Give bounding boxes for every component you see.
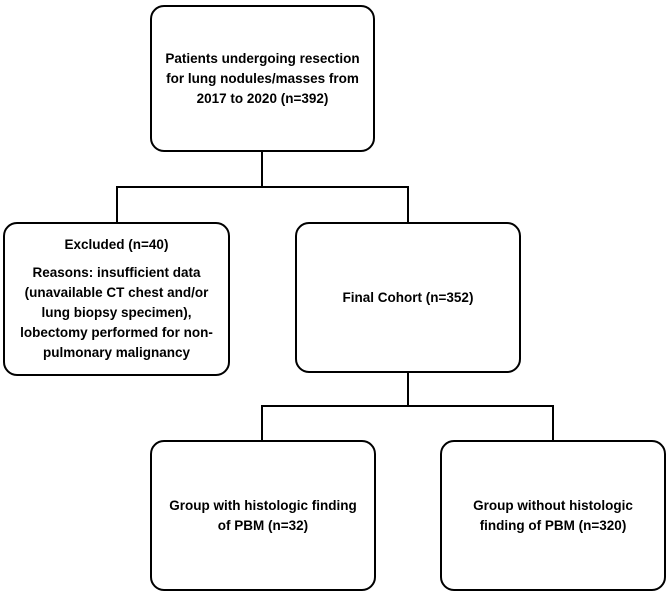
without-pbm-line-2: finding of PBM (n=320) <box>479 517 627 533</box>
excluded-reason-line-5: pulmonary malignancy <box>42 345 191 360</box>
patients-line-1: Patients undergoing resection <box>165 50 360 66</box>
without-pbm-box: Group without histologic finding of PBM … <box>440 440 666 591</box>
patients-line-3: 2017 to 2020 (n=392) <box>196 90 329 106</box>
final-cohort-label: Final Cohort (n=352) <box>342 289 474 305</box>
final-cohort-box: Final Cohort (n=352) <box>295 222 521 373</box>
without-pbm-line-1: Group without histologic <box>473 497 633 513</box>
excluded-reason-line-3: lung biopsy specimen), <box>41 305 192 320</box>
excluded-heading: Excluded (n=40) <box>64 237 169 252</box>
patients-line-2: for lung nodules/masses from <box>166 70 359 86</box>
patients-box: Patients undergoing resection for lung n… <box>150 5 375 152</box>
with-pbm-line-2: of PBM (n=32) <box>217 517 309 533</box>
excluded-reason-line-2: (unavailable CT chest and/or <box>24 285 209 300</box>
with-pbm-box: Group with histologic finding of PBM (n=… <box>150 440 376 591</box>
excluded-box: Excluded (n=40) Reasons: insufficient da… <box>3 222 230 376</box>
excluded-reason-line-4: lobectomy performed for non- <box>20 325 213 340</box>
excluded-reason-line-1: Reasons: insufficient data <box>32 265 201 280</box>
with-pbm-line-1: Group with histologic finding <box>169 497 357 513</box>
